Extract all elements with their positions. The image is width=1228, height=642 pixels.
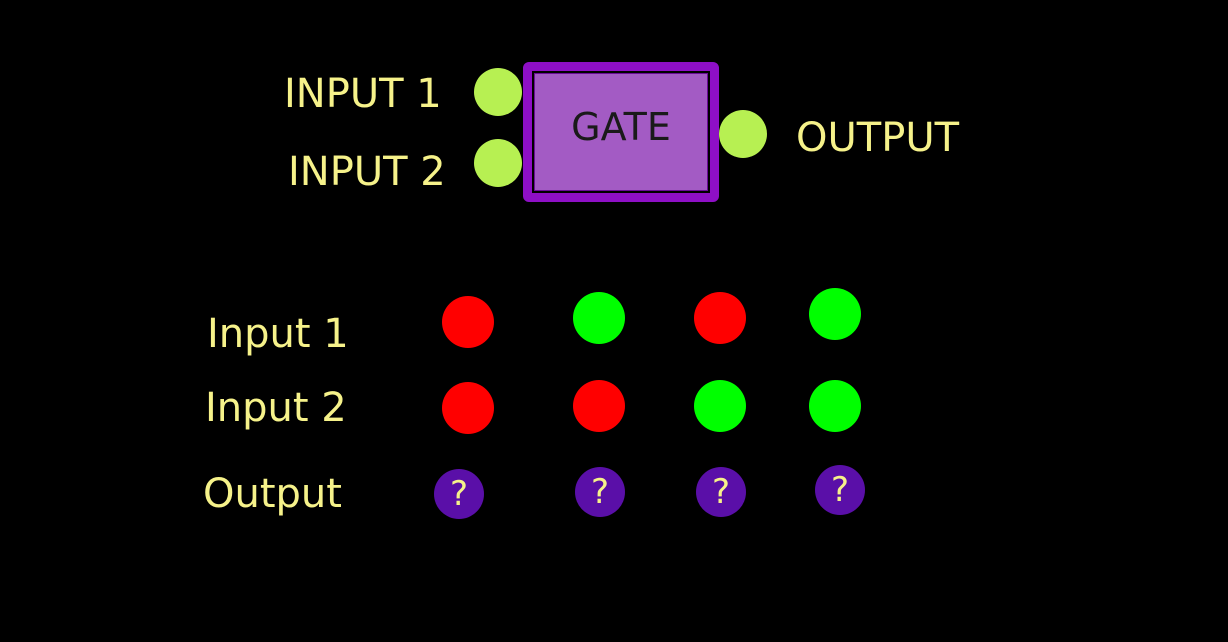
gate-box: GATE — [523, 62, 719, 202]
input-1-state-1[interactable] — [442, 296, 494, 348]
input-1-state-2[interactable] — [573, 292, 625, 344]
gate-label: GATE — [571, 105, 671, 149]
input-2-port — [474, 139, 522, 187]
output-unknown-4: ? — [815, 465, 865, 515]
input-1-state-3[interactable] — [694, 292, 746, 344]
output-value-1: ? — [449, 474, 469, 514]
input-2-label: INPUT 2 — [288, 149, 446, 195]
input-1-state-4[interactable] — [809, 288, 861, 340]
input-1-port — [474, 68, 522, 116]
output-port — [719, 110, 767, 158]
input-2-state-2[interactable] — [573, 380, 625, 432]
output-value-3: ? — [711, 472, 731, 512]
input-2-state-1[interactable] — [442, 382, 494, 434]
output-unknown-1: ? — [434, 469, 484, 519]
gate-inner-fill — [534, 73, 708, 191]
output-value-4: ? — [830, 470, 850, 510]
row-label-input-1: Input 1 — [207, 311, 349, 357]
output-unknown-2: ? — [575, 467, 625, 517]
input-2-state-3[interactable] — [694, 380, 746, 432]
row-label-input-2: Input 2 — [205, 385, 347, 431]
output-label: OUTPUT — [796, 115, 960, 161]
output-unknown-3: ? — [696, 467, 746, 517]
input-1-label: INPUT 1 — [284, 71, 442, 117]
output-value-2: ? — [590, 472, 610, 512]
input-2-state-4[interactable] — [809, 380, 861, 432]
row-label-output: Output — [203, 471, 342, 517]
